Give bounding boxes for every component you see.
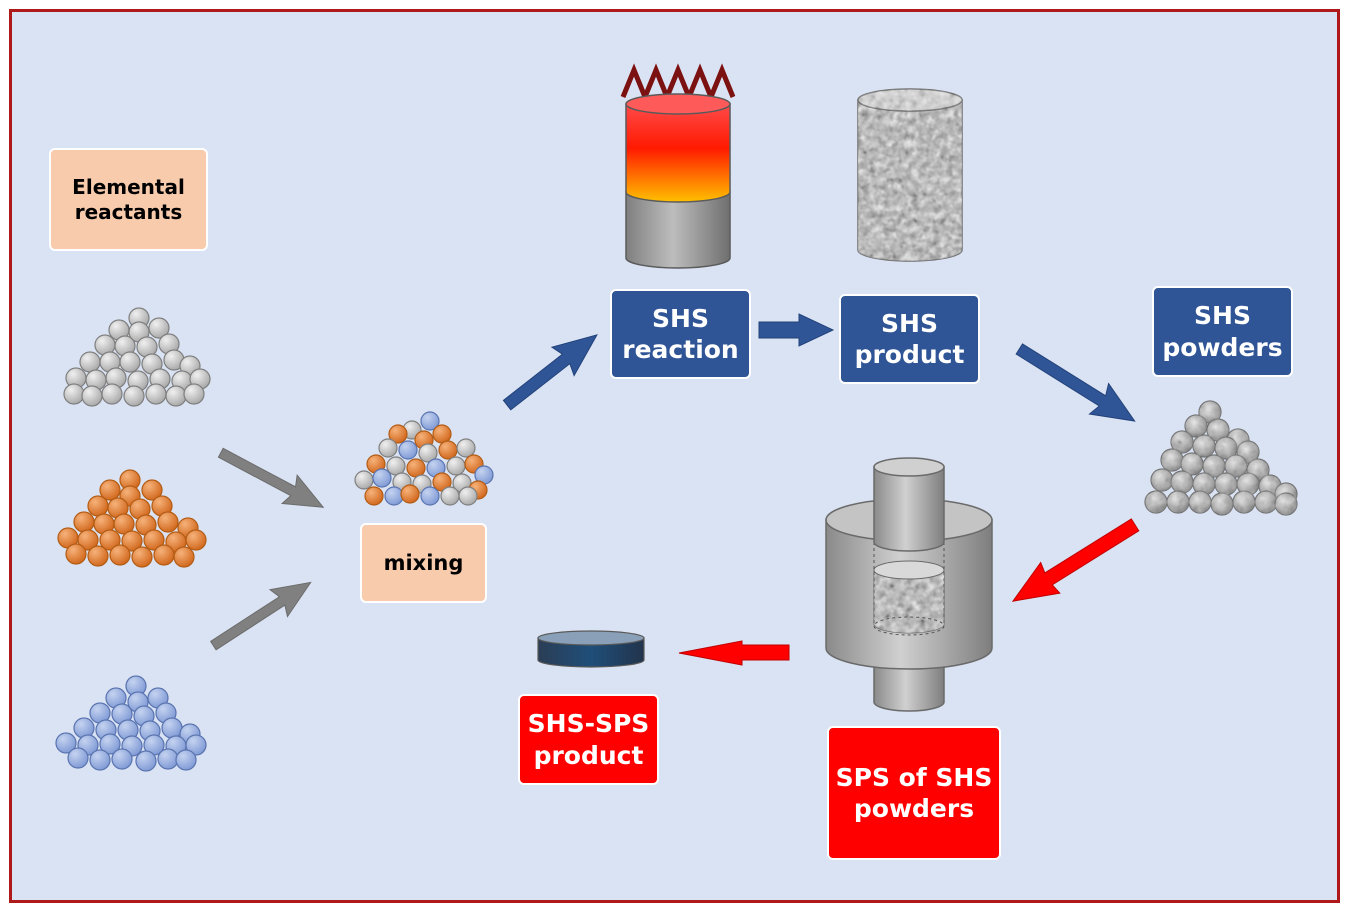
shs-reaction-line1: SHS <box>652 303 709 333</box>
shs-powders-label: SHS powders <box>1152 286 1293 377</box>
burning-cylinder-icon <box>625 93 731 269</box>
elemental-reactants-label: Elemental reactants <box>49 148 208 251</box>
sintered-disc-icon <box>537 630 645 668</box>
shs-reaction-label: SHS reaction <box>610 289 751 379</box>
mixing-line1: mixing <box>383 550 464 575</box>
shs-product-line2: product <box>854 340 965 369</box>
arrow-blue-to-shs-reaction <box>502 334 598 411</box>
blue-particle-pile-icon <box>55 675 207 772</box>
shs-reaction-line2: reaction <box>622 335 739 364</box>
gray-particle-pile-icon <box>63 307 211 407</box>
shs-sps-product-label: SHS-SPS product <box>518 694 659 785</box>
shs-powders-texture <box>1145 401 1297 515</box>
arrow-blue-to-shs-powders <box>1015 343 1136 422</box>
shs-powders-line2: powders <box>1162 332 1283 362</box>
shs-product-label: SHS product <box>839 294 980 384</box>
elemental-reactants-line2: reactants <box>74 199 183 224</box>
arrow-gray-lower <box>209 581 312 651</box>
process-diagram <box>55 63 1298 772</box>
shs-sps-product-line2: product <box>533 740 644 770</box>
sps-of-shs-powders-line2: powders <box>853 794 975 823</box>
heating-coil-icon <box>620 63 736 104</box>
arrow-blue-to-shs-product <box>758 313 835 347</box>
arrow-red-to-shs-sps-product <box>678 640 790 666</box>
sps-of-shs-powders-label: SPS of SHS powders <box>827 726 1001 860</box>
mixing-label: mixing <box>360 523 487 603</box>
porous-cylinder-icon <box>857 88 963 262</box>
sps-of-shs-powders-line1: SPS of SHS <box>835 762 993 792</box>
shs-powders-line1: SHS <box>1194 301 1251 331</box>
arrow-red-to-sps <box>1011 518 1140 602</box>
elemental-reactants-line1: Elemental <box>72 174 185 199</box>
shs-product-line1: SHS <box>881 308 938 338</box>
shs-sps-product-line1: SHS-SPS <box>527 709 650 739</box>
diagram-frame: Elemental reactants mixing SHS reaction … <box>9 9 1340 903</box>
mixed-particle-pile-icon <box>354 411 494 506</box>
sps-die-icon <box>825 457 993 712</box>
orange-particle-pile-icon <box>57 469 207 568</box>
arrow-gray-upper <box>217 447 325 508</box>
